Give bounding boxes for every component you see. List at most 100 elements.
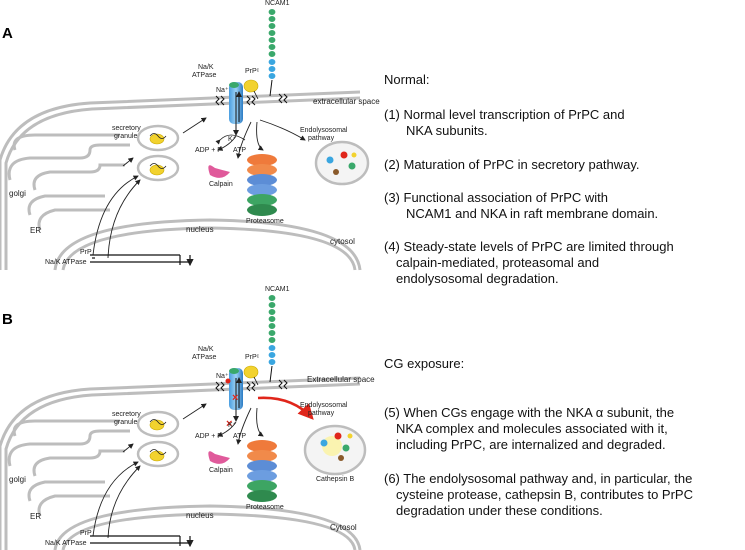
cg-item-6: (6) The endolysosomal pathway and, in pa… — [384, 471, 739, 519]
na-label: Na⁺ — [216, 87, 229, 94]
item-text: NKA subunits. — [406, 123, 488, 138]
item-text: (2) Maturation of PrPC in secretory path… — [384, 157, 640, 172]
extracellular-label: Extracellular space — [307, 375, 375, 384]
prp-protein — [149, 450, 165, 462]
block-x-mark: × — [226, 418, 232, 430]
proteasome — [247, 154, 277, 216]
proteasome-label: Proteasome — [246, 218, 284, 225]
cytosol-label: cytosol — [330, 237, 355, 246]
golgi-cisterna — [7, 429, 130, 467]
block-x-mark: × — [232, 392, 238, 404]
cell-membrane — [0, 376, 361, 550]
item-text: (6) The endolysosomal pathway and, in pa… — [384, 471, 693, 486]
nucleus-envelope-inner — [61, 226, 357, 271]
nucleus-label: nucleus — [186, 511, 214, 520]
normal-item-3: (3) Functional association of PrPC with … — [384, 190, 739, 222]
normal-item-1: (1) Normal level transcription of PrPC a… — [384, 107, 739, 139]
item-text: including PrPC, are internalized and deg… — [396, 437, 666, 452]
golgi-label: golgi — [9, 475, 26, 484]
item-text: degradation under these conditions. — [396, 503, 603, 518]
nucleus-envelope-inner — [61, 512, 357, 550]
nucleus-label: nucleus — [186, 225, 214, 234]
item-text: NKA complex and molecules associated wit… — [396, 421, 668, 436]
cytosol-label: Cytosol — [330, 523, 357, 532]
item-text: NCAM1 and NKA in raft membrane domain. — [406, 206, 659, 221]
normal-item-4: (4) Steady-state levels of PrPC are limi… — [384, 239, 739, 287]
panel-a: A — [0, 0, 380, 271]
prp-label: PrPᶜ — [245, 354, 260, 361]
er-membrane — [37, 208, 110, 231]
cathepsin-b-glow — [322, 436, 342, 456]
cg-heading: CG exposure: — [384, 356, 465, 371]
calpain-shape — [208, 451, 230, 464]
adp-label: ADP + P — [195, 433, 222, 440]
cell-membrane-inner — [4, 382, 361, 550]
calpain-label: Calpain — [209, 181, 233, 188]
enhanced-endolysosomal-arrow — [257, 396, 314, 420]
er-label: ER — [30, 226, 41, 235]
k-label: K⁺ — [228, 422, 237, 429]
calpain-label: Calpain — [209, 467, 233, 474]
item-text: calpain-mediated, proteasomal and — [396, 255, 600, 270]
panel-a-label: A — [2, 25, 13, 42]
cathepsin-b-label: Cathepsin B — [316, 476, 354, 483]
golgi-cisterna — [12, 419, 120, 437]
adp-label: ADP + P — [195, 147, 222, 154]
cg-item-5: (5) When CGs engage with the NKA α subun… — [384, 405, 739, 453]
prp-protein — [149, 419, 165, 431]
calpain-shape — [208, 165, 230, 178]
golgi-cisterna — [12, 133, 120, 151]
ncam1-label: NCAM1 — [265, 0, 290, 7]
item-text: (1) Normal level transcription of PrPC a… — [384, 107, 625, 122]
er-membrane — [27, 480, 105, 502]
ncam1-label: NCAM1 — [265, 286, 290, 293]
golgi-cisterna — [7, 143, 130, 181]
gene-nka-label: Na/K ATPase — [45, 259, 87, 266]
atp-label: ATP — [233, 147, 246, 154]
cg-molecule — [225, 378, 231, 384]
prp-label: PrPᶜ — [245, 68, 260, 75]
ncam1-chain — [268, 295, 276, 383]
normal-item-2: (2) Maturation of PrPC in secretory path… — [384, 157, 739, 173]
prp-surface — [243, 79, 259, 93]
normal-heading: Normal: — [384, 72, 430, 87]
endolysosome — [314, 140, 370, 186]
item-text: (3) Functional association of PrPC with — [384, 190, 608, 205]
panel-b-label: B — [2, 311, 13, 328]
prp-protein — [149, 133, 165, 145]
diagram-canvas: A — [0, 0, 380, 550]
nucleus-envelope — [53, 504, 362, 550]
item-text: (5) When CGs engage with the NKA α subun… — [384, 405, 675, 420]
golgi-label: golgi — [9, 189, 26, 198]
prp-protein — [149, 164, 165, 176]
cell-membrane — [0, 90, 361, 270]
nka-beta-subunit — [229, 368, 239, 374]
er-membrane — [27, 194, 105, 216]
atp-label: ATP — [233, 433, 246, 440]
proteasome — [247, 440, 277, 502]
k-label: K⁺ — [228, 136, 237, 143]
gene-prp-label: PrP — [80, 530, 92, 537]
gene-prp-label: PrP — [80, 249, 92, 256]
cell-membrane-inner — [4, 96, 361, 270]
nucleus-envelope — [53, 218, 362, 271]
extracellular-label: extracellular space — [313, 97, 380, 106]
item-text: (4) Steady-state levels of PrPC are limi… — [384, 239, 674, 254]
item-text: cysteine protease, cathepsin B, contribu… — [396, 487, 693, 502]
panel-b: B × × — [0, 286, 375, 550]
ncam1-chain — [268, 9, 276, 97]
nka-beta-subunit — [229, 82, 239, 88]
er-label: ER — [30, 512, 41, 521]
na-label: Na⁺ — [216, 373, 229, 380]
proteasome-label: Proteasome — [246, 504, 284, 511]
prp-surface — [243, 365, 259, 379]
item-text: endolysosomal degradation. — [396, 271, 559, 286]
golgi-cisterna — [32, 163, 125, 191]
gene-nka-label: Na/K ATPase — [45, 540, 87, 547]
